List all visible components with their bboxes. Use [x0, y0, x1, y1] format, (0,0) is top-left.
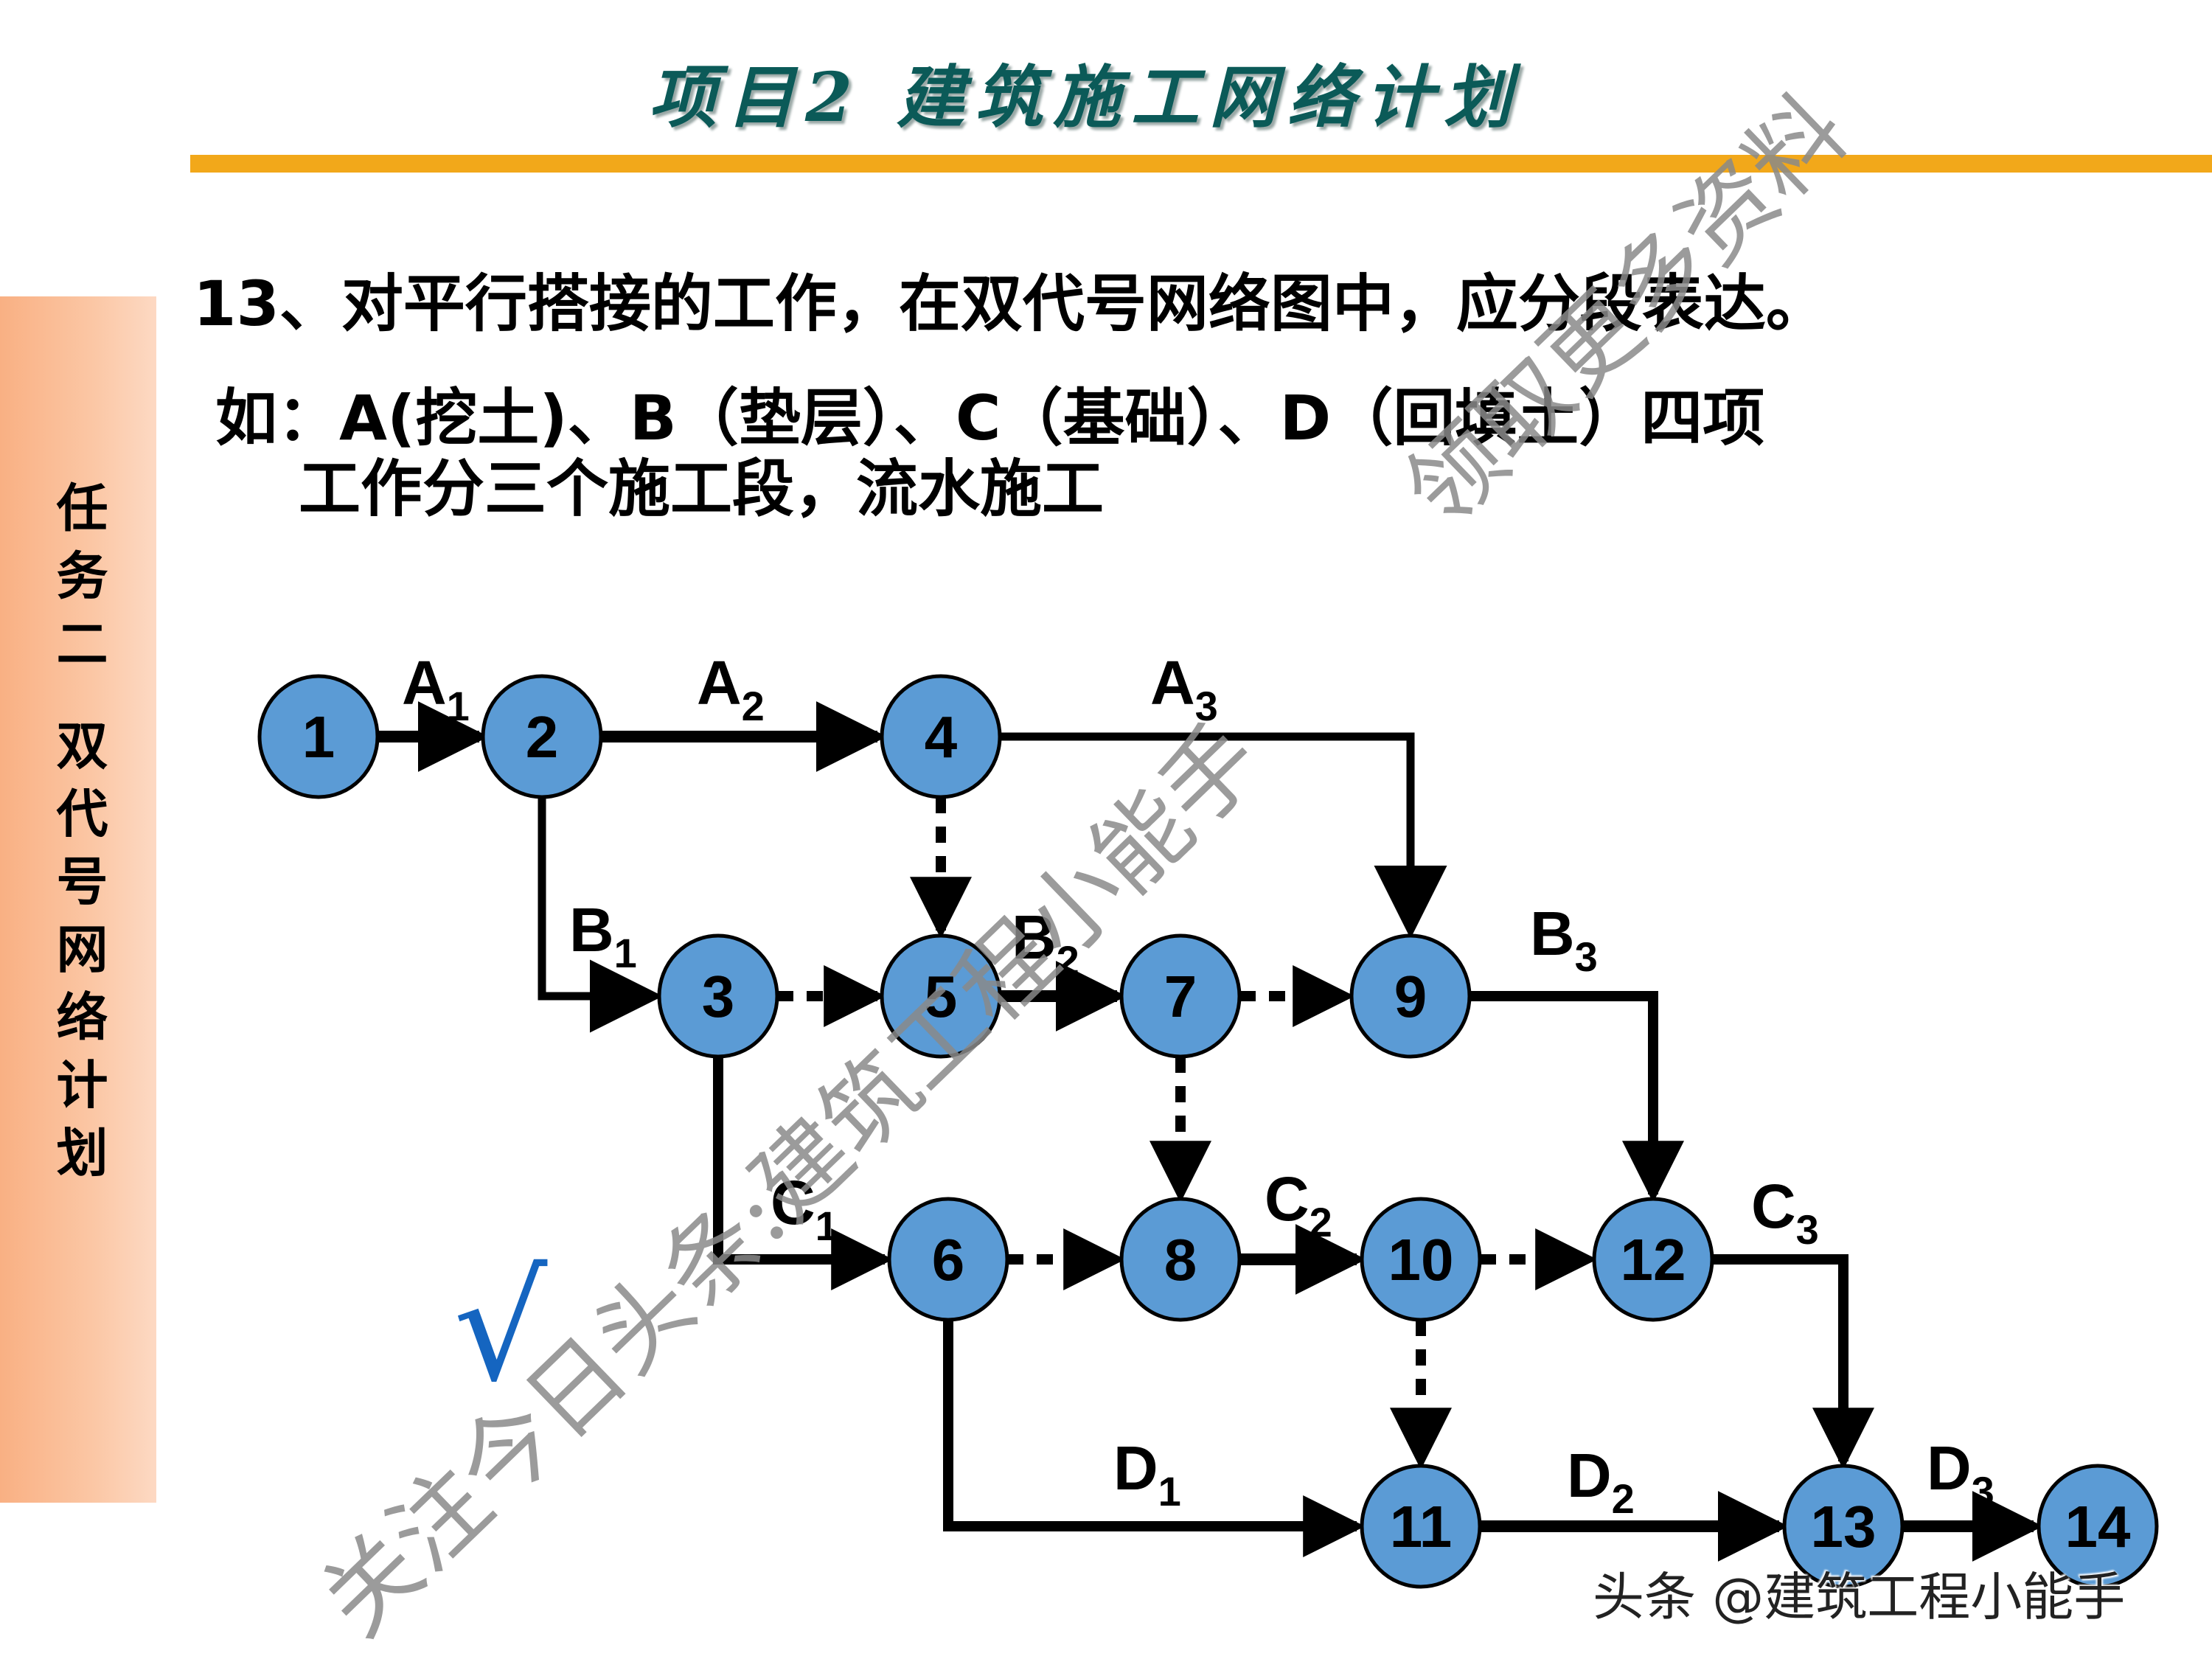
node-1: 1: [257, 674, 380, 799]
node-12: 12: [1592, 1197, 1714, 1322]
node-11: 11: [1360, 1464, 1482, 1589]
label-A3: A3: [1150, 648, 1218, 729]
label-C3: C3: [1751, 1172, 1819, 1253]
node-2: 2: [481, 674, 603, 799]
label-B1: B1: [569, 895, 637, 976]
svg-text:4: 4: [925, 704, 958, 770]
svg-text:11: 11: [1390, 1494, 1453, 1559]
arrow-D1: [943, 1320, 1366, 1557]
watermark-diagonal-materials: 领取更多资料: [1385, 75, 1868, 548]
sidebar-section-title: 任务二 双代号网络计划: [48, 481, 109, 1194]
svg-text:9: 9: [1394, 964, 1427, 1029]
node-13: 13: [1782, 1464, 1905, 1589]
nodes: 1 2 4 3 5 7 9 6 8 10 12 11 13 14: [257, 674, 2159, 1589]
label-D2: D2: [1567, 1441, 1635, 1522]
dummy-arrows: [777, 797, 1598, 1470]
svg-text:2: 2: [526, 704, 559, 770]
label-C2: C2: [1265, 1164, 1332, 1245]
activity-arrows: [378, 701, 2043, 1562]
arrow-A3: [1000, 732, 1447, 939]
checkmark-icon: √: [453, 1242, 548, 1414]
footer-watermark: 头条 @建筑工程小能手: [1593, 1567, 2126, 1627]
svg-text:12: 12: [1621, 1227, 1686, 1293]
example-line-2: 工作分三个施工段，流水施工: [299, 453, 1105, 525]
label-C1: C1: [771, 1168, 838, 1249]
node-14: 14: [2037, 1464, 2159, 1589]
node-9: 9: [1349, 933, 1472, 1059]
arrow-B3: [1470, 991, 1684, 1203]
node-7: 7: [1119, 933, 1242, 1059]
svg-text:14: 14: [2065, 1494, 2131, 1559]
label-A1: A1: [402, 648, 470, 729]
watermark-diagonal-follow: 关注今日头条:建筑工程小能手: [301, 703, 1283, 1657]
title-underline-bar: [190, 155, 2212, 173]
label-D1: D1: [1113, 1433, 1181, 1514]
svg-text:6: 6: [932, 1227, 965, 1293]
activity-labels: A1 A2 A3 B1 B2 B3 C1 C2 C3 D1 D2 D3: [402, 648, 1994, 1522]
svg-text:7: 7: [1164, 964, 1197, 1029]
svg-text:1: 1: [302, 704, 335, 770]
label-B2: B2: [1012, 902, 1079, 984]
svg-text:10: 10: [1388, 1227, 1454, 1293]
slide-title: 项目2 建筑施工网络计划: [649, 58, 1523, 137]
arrow-C3: [1712, 1254, 1874, 1470]
label-D3: D3: [1927, 1433, 1994, 1514]
node-3: 3: [657, 933, 779, 1059]
node-6: 6: [887, 1197, 1009, 1322]
example-line-1: 如：A(挖土)、B（垫层）、C（基础）、D（回填土）四项: [215, 382, 1765, 454]
label-B3: B3: [1530, 899, 1598, 980]
svg-text:5: 5: [925, 964, 958, 1029]
node-10: 10: [1360, 1197, 1482, 1322]
arrow-C1: [713, 1057, 894, 1290]
svg-text:3: 3: [702, 964, 735, 1029]
arrow-B1: [538, 797, 663, 1033]
sidebar-panel: 任务二 双代号网络计划: [0, 296, 156, 1503]
node-5: 5: [880, 933, 1002, 1059]
svg-text:8: 8: [1164, 1227, 1197, 1293]
node-4: 4: [880, 674, 1002, 799]
svg-text:13: 13: [1811, 1494, 1877, 1559]
node-8: 8: [1119, 1197, 1242, 1322]
rule-statement: 13、对平行搭接的工作，在双代号网络图中，应分段表达。: [193, 268, 1828, 340]
label-A2: A2: [697, 648, 765, 729]
